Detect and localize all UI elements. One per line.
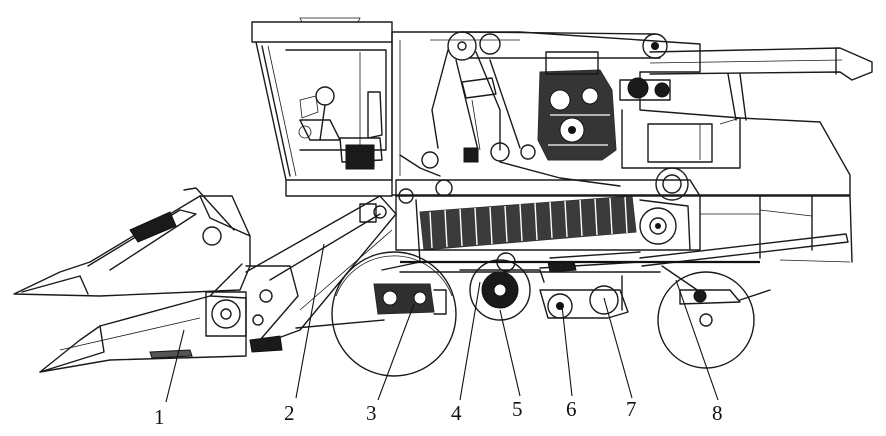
belt-drives (399, 31, 661, 187)
label-7: 7 (626, 397, 637, 421)
leader-2 (295, 243, 325, 399)
label-4: 4 (451, 401, 462, 425)
component-5 (459, 252, 545, 321)
leader-7 (603, 297, 633, 399)
feeder-conveyor (245, 195, 397, 345)
rear-frame (639, 195, 853, 267)
label-6: 6 (566, 397, 577, 421)
leader-1 (165, 329, 185, 403)
label-5: 5 (512, 397, 523, 421)
leader-3 (377, 303, 415, 401)
component-3 (373, 261, 447, 315)
label-2: 2 (284, 401, 295, 425)
rear-wheel (657, 265, 771, 369)
front-wheel (331, 251, 457, 377)
callout-lines (165, 243, 719, 403)
unloading-auger (649, 47, 873, 121)
label-8: 8 (712, 401, 723, 425)
label-3: 3 (366, 401, 377, 425)
threshing-drum (395, 167, 701, 263)
component-6-7 (539, 251, 641, 319)
leader-8 (675, 279, 719, 401)
callout-numbers: 1 2 3 4 5 6 7 8 (154, 397, 723, 429)
label-1: 1 (154, 405, 165, 429)
engine (537, 33, 671, 161)
header (13, 187, 299, 373)
operator-cab (251, 17, 393, 181)
leader-6 (561, 305, 573, 397)
lower-rail (399, 260, 760, 311)
leader-4 (459, 281, 481, 401)
leader-5 (499, 309, 521, 397)
